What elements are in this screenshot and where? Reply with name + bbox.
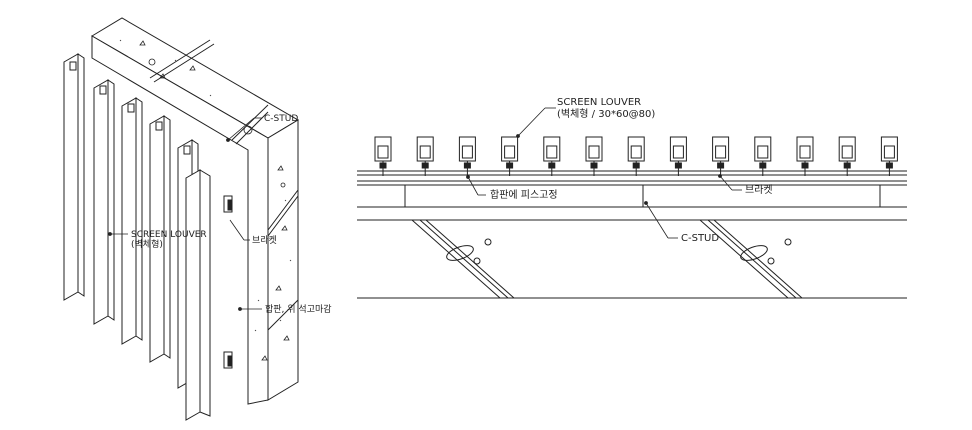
louver-blade [185, 169, 201, 421]
louver-profile [627, 136, 645, 176]
left-leaders [108, 117, 262, 311]
louver-blades [63, 53, 211, 421]
louver-blade [63, 53, 79, 301]
louver-profile [501, 136, 519, 176]
label-screen-louver-type-left: (벽체형) [131, 239, 163, 250]
bracket-symbols [223, 195, 233, 369]
label-c-stud-left: C-STUD [264, 114, 298, 124]
louver-profile [374, 136, 392, 176]
louver-profile [458, 136, 476, 176]
wall-side-face [267, 119, 299, 401]
isometric-detail [63, 17, 299, 421]
louver-profile [416, 136, 434, 176]
label-screen-louver-right: SCREEN LOUVER [557, 97, 641, 108]
louver-profile [754, 136, 772, 176]
louver-profile [796, 136, 814, 176]
stud-diagonal-3 [267, 189, 299, 231]
c-stud-diagonal [699, 219, 789, 299]
label-bracket-left: 브라켓 [252, 235, 277, 246]
louver-profile [880, 136, 898, 176]
label-plywood-finish: 합판, 위 석고마감 [265, 303, 332, 315]
label-screen-louver-spec-right: (벽체형 / 30*60@80) [557, 108, 655, 120]
label-screen-louver-left: SCREEN LOUVER [131, 230, 207, 240]
louver-blade [121, 97, 137, 345]
louver-profile [585, 136, 603, 176]
label-plywood-fix: 합판에 피스고정 [490, 189, 558, 201]
right-leaders [466, 107, 742, 239]
concrete-texture [119, 39, 292, 361]
louver-profile [543, 136, 561, 176]
label-c-stud-right: C-STUD [681, 233, 719, 244]
louver-profile [669, 136, 687, 176]
plan-louvers [374, 136, 898, 176]
stud-diagonal-2 [231, 104, 269, 141]
louver-profile [712, 136, 730, 176]
plan-section [357, 107, 907, 299]
label-bracket-right: 브라켓 [745, 184, 773, 196]
stud-diagonal-1 [149, 39, 211, 79]
c-stud-diagonal [411, 219, 501, 299]
louver-profile [838, 136, 856, 176]
louver-blade [93, 79, 109, 325]
